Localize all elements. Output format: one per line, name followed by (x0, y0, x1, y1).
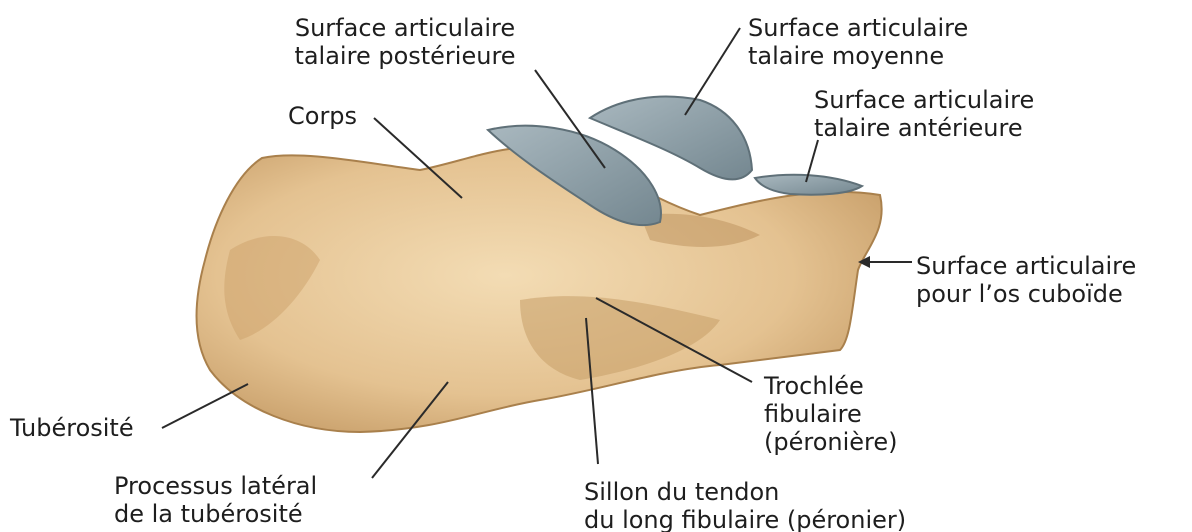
label-tuberosite: Tubérosité (10, 414, 134, 442)
label-corps: Corps (288, 102, 357, 130)
leader-middle-facet (685, 28, 740, 115)
leader-tuberosite (162, 384, 248, 428)
anterior-talar-facet (755, 175, 862, 195)
